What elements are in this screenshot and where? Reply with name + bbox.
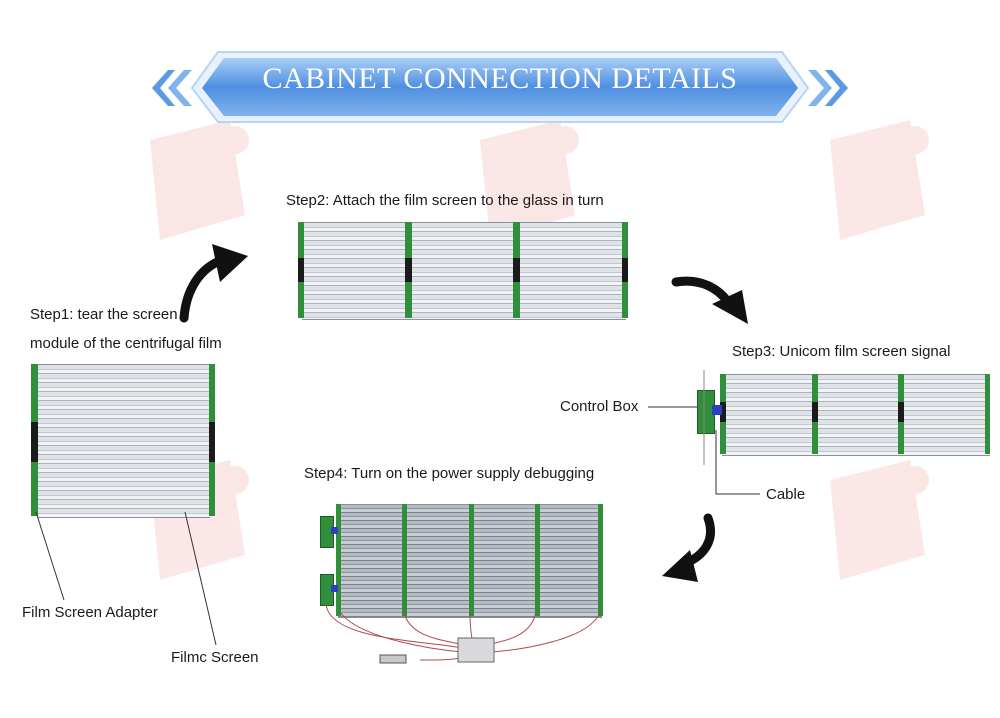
leader-line xyxy=(184,511,217,646)
page-title: CABINET CONNECTION DETAILS xyxy=(262,62,738,95)
adapter-bar xyxy=(598,504,603,616)
adapter-bar xyxy=(402,504,407,616)
adapter-connector xyxy=(31,422,38,462)
adapter-connector xyxy=(513,258,520,282)
step1-label-line1: Step1: tear the screen xyxy=(30,306,178,323)
chevron-left-icon xyxy=(152,70,175,106)
watermark-logo xyxy=(830,120,929,240)
adapter-connector xyxy=(298,258,304,282)
watermark-logo xyxy=(830,460,929,580)
arrow-down-right-icon xyxy=(671,276,748,324)
arrow-up-right-icon xyxy=(179,244,248,323)
adapter-bar xyxy=(985,374,990,454)
step2-label: Step2: Attach the film screen to the gla… xyxy=(286,192,604,209)
cable-label: Cable xyxy=(766,486,806,503)
film-screen-panel xyxy=(38,364,210,518)
leader-line xyxy=(35,511,65,601)
film-screen-panel xyxy=(722,374,990,456)
cable-connector xyxy=(331,585,338,592)
watermark-logo xyxy=(480,120,579,240)
chevron-right-icon xyxy=(808,70,832,106)
cable-connector xyxy=(331,527,338,534)
junction-box xyxy=(457,637,495,663)
adapter-connector xyxy=(622,258,628,282)
step1-label-line2: module of the centrifugal film xyxy=(30,335,222,352)
cable-connector xyxy=(712,405,722,415)
adapter-bar xyxy=(336,504,341,616)
adapter-connector xyxy=(812,402,818,422)
adapter-bar xyxy=(469,504,474,616)
chevron-left-icon xyxy=(168,70,192,106)
film-screen-adapter-label: Film Screen Adapter xyxy=(22,604,158,621)
power-plug xyxy=(379,654,407,664)
step4-label: Step4: Turn on the power supply debuggin… xyxy=(304,465,595,482)
adapter-bar xyxy=(535,504,540,616)
arrow-down-left-icon xyxy=(662,513,715,582)
leader-line xyxy=(715,430,760,495)
watermark-logo xyxy=(150,120,249,240)
step3-label: Step3: Unicom film screen signal xyxy=(732,343,951,360)
filmc-screen-label: Filmc Screen xyxy=(171,649,259,666)
adapter-connector xyxy=(898,402,904,422)
adapter-connector xyxy=(720,402,726,422)
adapter-connector xyxy=(209,422,215,462)
adapter-connector xyxy=(405,258,412,282)
control-box-label: Control Box xyxy=(560,398,639,415)
chevron-right-icon xyxy=(825,70,848,106)
film-screen-panel xyxy=(302,222,626,320)
